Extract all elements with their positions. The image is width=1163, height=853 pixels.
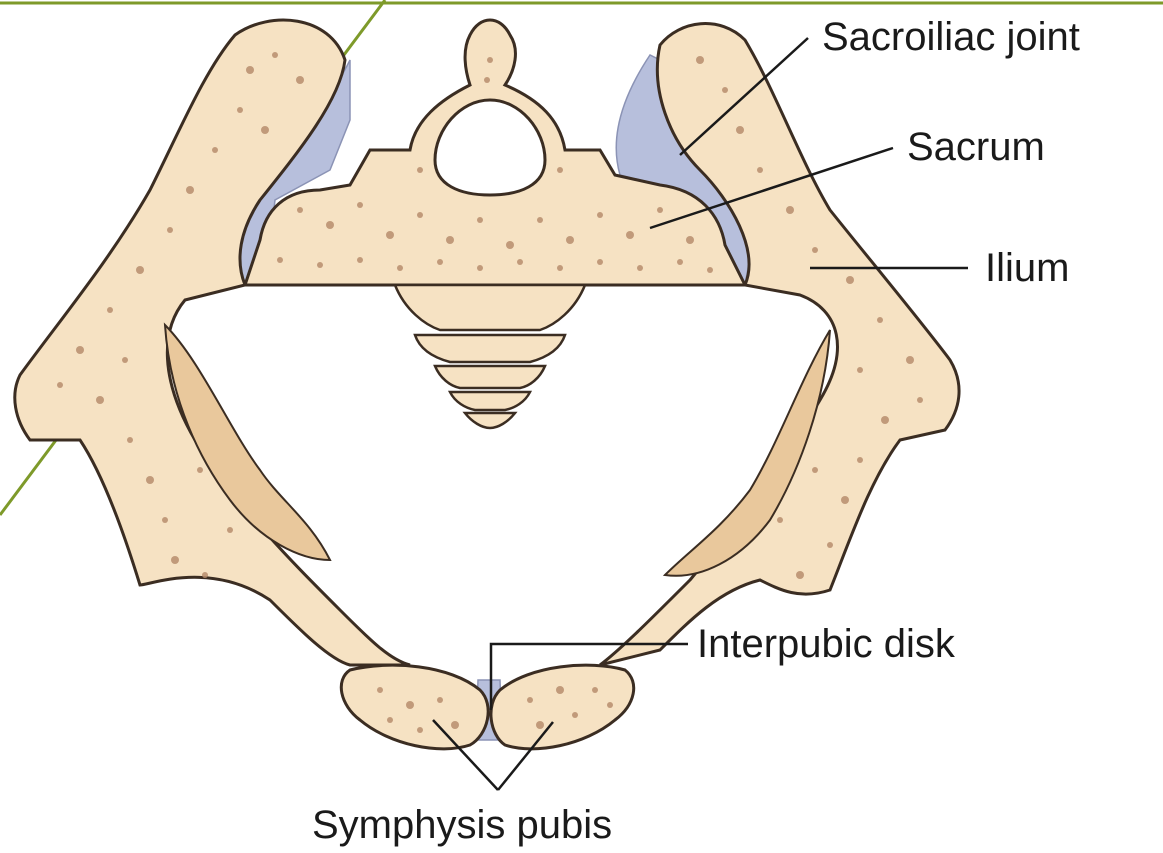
- label-symphysis-pubis: Symphysis pubis: [312, 803, 612, 847]
- label-interpubic-disk: Interpubic disk: [697, 622, 956, 666]
- right-pubic-body: [491, 665, 634, 749]
- left-pubic-body: [341, 665, 488, 749]
- label-ilium: Ilium: [985, 246, 1069, 290]
- label-sacroiliac-joint: Sacroiliac joint: [822, 15, 1080, 59]
- coccyx: [395, 285, 585, 428]
- label-sacrum: Sacrum: [907, 125, 1045, 169]
